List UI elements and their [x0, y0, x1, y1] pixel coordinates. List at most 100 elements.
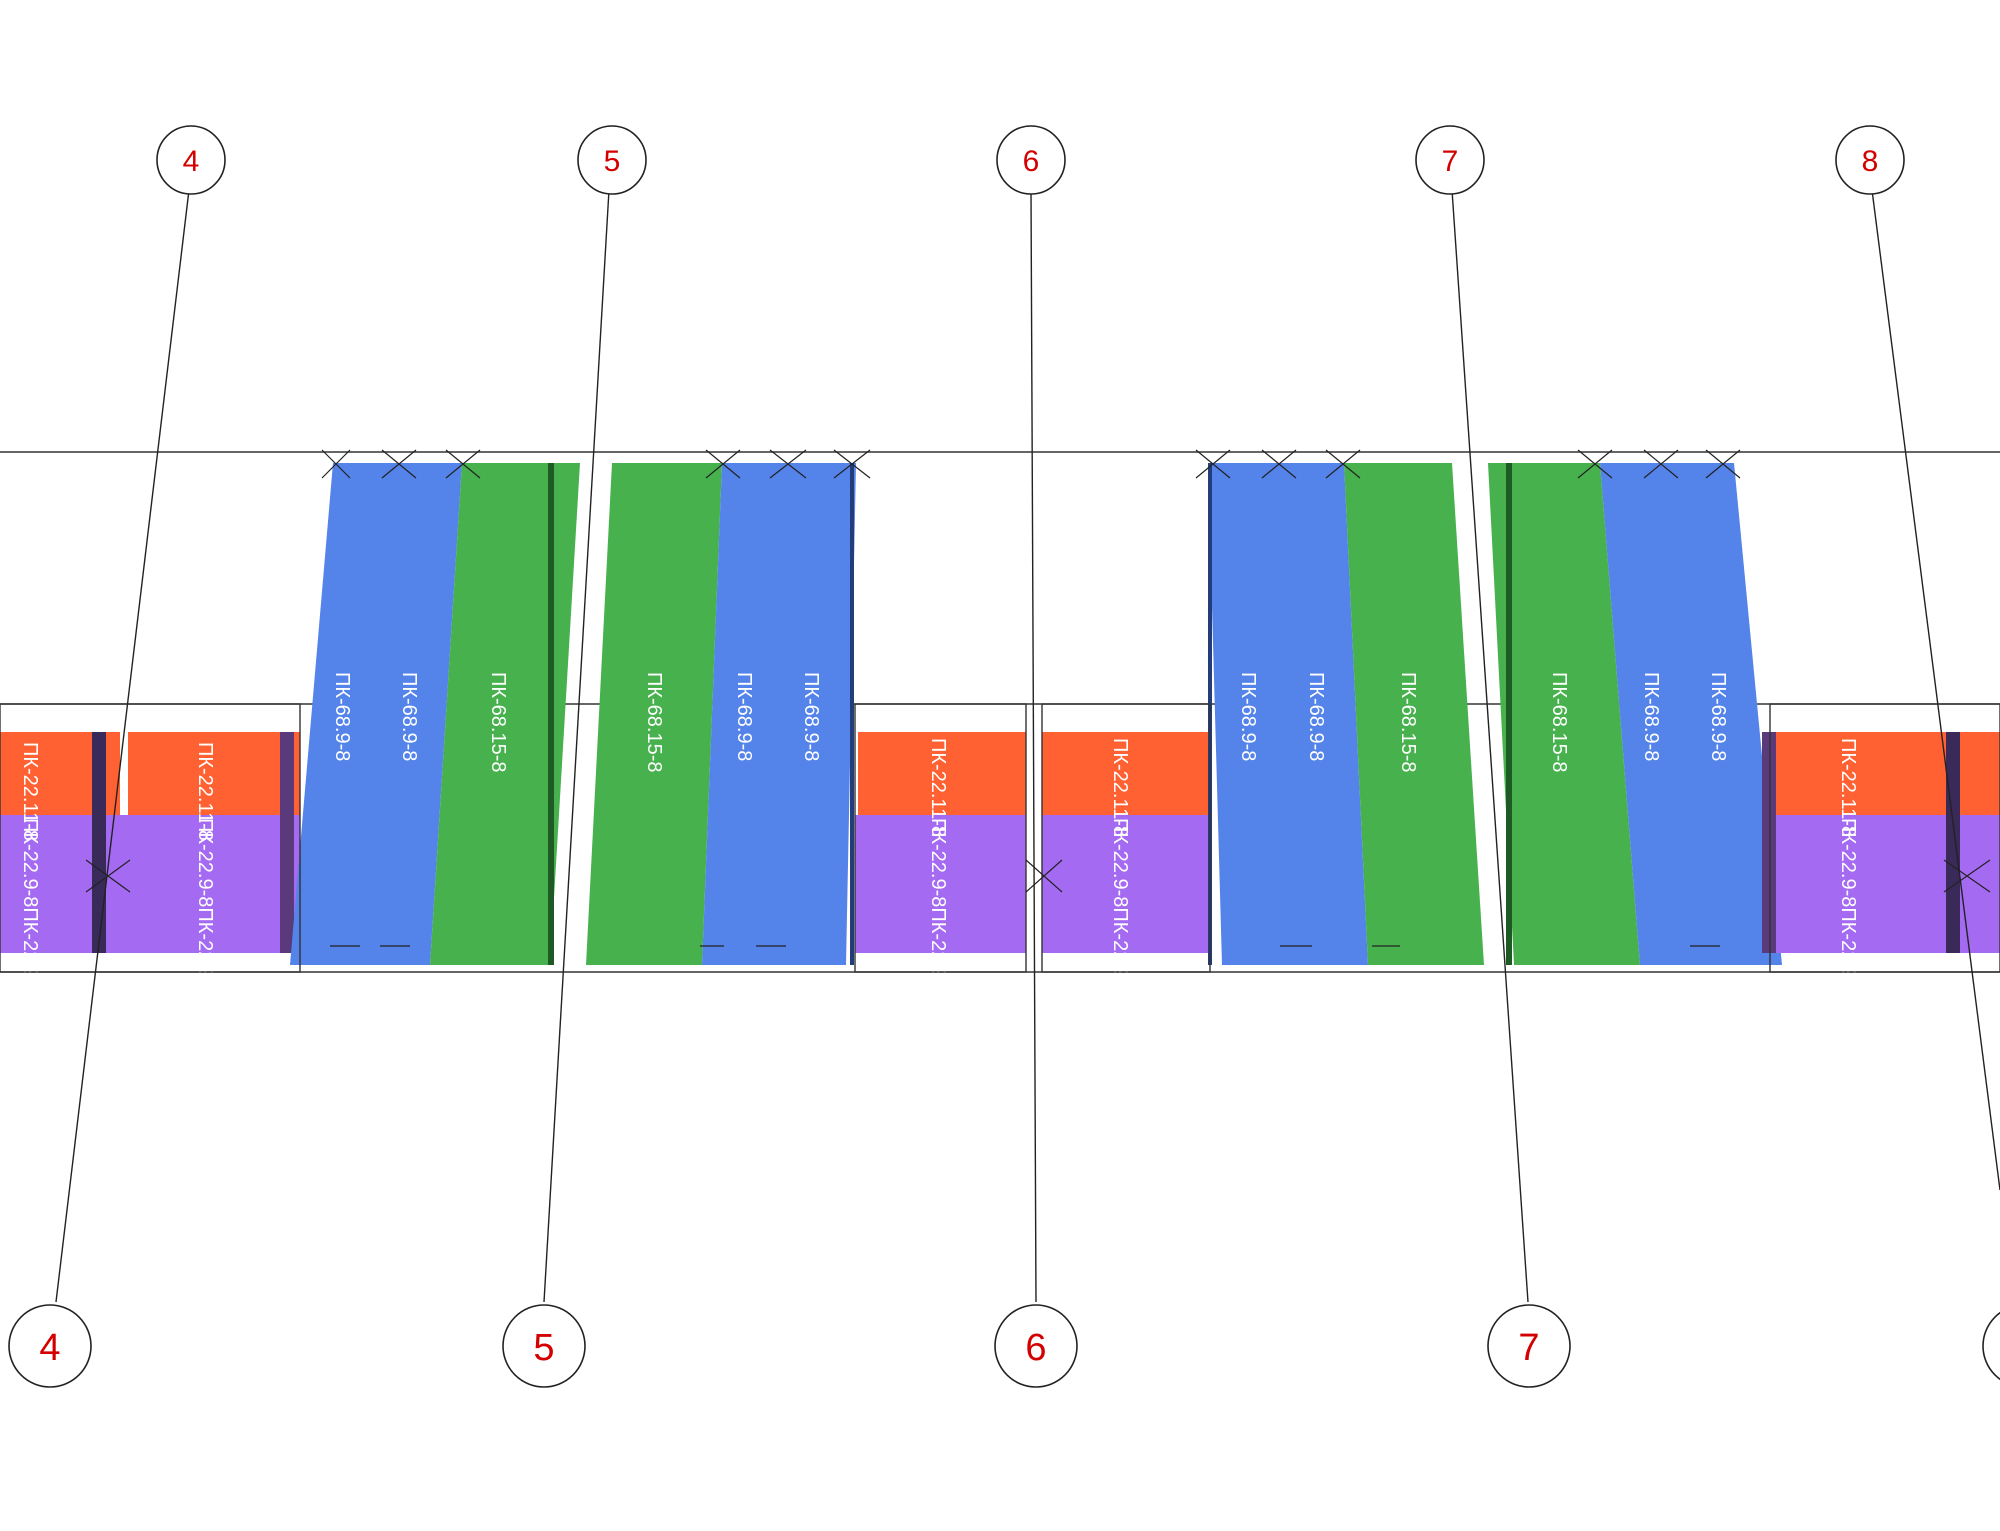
- axis-marker-5: 5: [577, 125, 647, 195]
- axis-marker-8: 8: [1982, 1311, 2000, 1381]
- slab-long-green: [1488, 463, 1640, 965]
- slab-long-blue: [1208, 463, 1368, 965]
- slab-short-bottom: [1960, 815, 2000, 953]
- axis-marker-6: 6: [994, 1304, 1078, 1388]
- slab-label: ПК-22.9-8ПК-22.9-8: [1837, 818, 1859, 997]
- slab-text: ПК-68.9-8: [1640, 672, 1662, 761]
- slab-long-green: [1344, 463, 1484, 965]
- slab-group-axis-6: ПК-22.11-8 ПК-22.9-8ПК-22.9-8 ПК-22.11-8…: [855, 732, 1210, 997]
- support-marks: [85, 449, 1991, 947]
- axis-label: 7: [1442, 145, 1459, 178]
- slab-label: ПК-22.9-8ПК-22.9-8: [19, 818, 41, 997]
- slab-outlines: [0, 703, 2000, 973]
- slab-label: ПК-68.9-8: [733, 672, 755, 761]
- grid-axis-line-7: [1451, 189, 1529, 1303]
- axis-marker-4: 4: [8, 1304, 92, 1388]
- slab-label: ПК-22.11-8: [19, 742, 41, 841]
- slab-label: ПК-68.9-8: [1640, 672, 1662, 761]
- axis-label: 5: [533, 1327, 554, 1369]
- slab-label: ПК-68.15-8: [1548, 672, 1570, 773]
- slab-text: ПК-22.11-8: [927, 738, 949, 837]
- axis-marker-7: 7: [1487, 1304, 1571, 1388]
- slab-label: ПК-22.11-8: [1109, 738, 1131, 837]
- slab-label: ПК-68.15-8: [1397, 672, 1419, 773]
- slab-text: ПК-22.9-8ПК-22.9-8: [19, 818, 41, 997]
- slab-text: ПК-68.9-8: [800, 672, 822, 761]
- axis-marker-8: 8: [1835, 125, 1905, 195]
- slab-long-blue: [1600, 463, 1782, 965]
- axis-label: 4: [183, 145, 200, 178]
- slab-text: ПК-68.15-8: [1397, 672, 1419, 773]
- slab-long-green: [586, 463, 722, 965]
- slab-text: ПК-68.15-8: [487, 672, 509, 773]
- slab-long-blue: [290, 463, 462, 965]
- slab-label: ПК-68.9-8: [398, 672, 420, 761]
- slab-text: ПК-22.9-8ПК-22.9-8: [1837, 818, 1859, 997]
- slab-text: ПК-68.9-8: [398, 672, 420, 761]
- slab-label: ПК-22.9-8ПК-22.9-8: [927, 818, 949, 997]
- slab-label: ПК-22.9-8ПК-22.9-8: [1109, 818, 1131, 997]
- slab-text: ПК-68.15-8: [1548, 672, 1570, 773]
- slab-joint: [1762, 732, 1776, 953]
- slab-group-axis-8: ПК-22.11-8 ПК-22.9-8ПК-22.9-8: [1762, 732, 2000, 997]
- slab-group-axes-6-7: ПК-68.9-8 ПК-68.9-8 ПК-68.15-8: [1208, 463, 1484, 965]
- slab-short-bottom: [108, 815, 300, 953]
- slab-label: ПК-68.9-8: [1305, 672, 1327, 761]
- slab-text: ПК-68.9-8: [733, 672, 755, 761]
- axis-marker-5: 5: [502, 1304, 586, 1388]
- slab-edge: [1506, 463, 1512, 965]
- slab-text: ПК-22.9-8ПК-22.9-8: [1109, 818, 1131, 997]
- axis-label: 6: [1025, 1327, 1046, 1369]
- grid-axis-line-5: [543, 189, 610, 1303]
- slab-label: ПК-22.9-8ПК-22.9-8: [194, 818, 216, 997]
- slab-text: ПК-68.9-8: [1237, 672, 1259, 761]
- slab-long-green: [430, 463, 580, 965]
- slab-label: ПК-22.11-8: [194, 742, 216, 841]
- axis-label: 4: [39, 1327, 60, 1369]
- slab-short-top: [1960, 732, 2000, 815]
- slab-label: ПК-68.9-8: [1707, 672, 1729, 761]
- slab-short-bottom: [1042, 815, 1210, 953]
- slab-label: ПК-68.9-8: [800, 672, 822, 761]
- slab-text: ПК-22.11-8: [1109, 738, 1131, 837]
- slab-group-axes-4-5: ПК-68.9-8 ПК-68.9-8 ПК-68.15-8: [290, 463, 580, 965]
- slab-text: ПК-68.15-8: [643, 672, 665, 773]
- slab-text: ПК-68.9-8: [1707, 672, 1729, 761]
- slab-label: ПК-68.15-8: [487, 672, 509, 773]
- bottom-axis-markers: 4 5 6 7 8: [8, 1304, 2000, 1388]
- grid-axis-line-4: [55, 189, 190, 1303]
- slab-short-bottom: [1770, 815, 1952, 953]
- axis-marker-6: 6: [996, 125, 1066, 195]
- slab-text: ПК-22.9-8ПК-22.9-8: [927, 818, 949, 997]
- slab-short-bottom: [855, 815, 1026, 953]
- grid-axis-line-8: [1871, 189, 2000, 1191]
- slab-short-top: [858, 732, 1026, 815]
- slab-short-top: [128, 732, 300, 815]
- slab-text: ПК-68.9-8: [1305, 672, 1327, 761]
- slab-short-top: [1762, 732, 1950, 815]
- slab-edge: [548, 463, 554, 965]
- slab-joint: [1946, 732, 1960, 953]
- slab-long-blue: [702, 463, 856, 965]
- slab-text: ПК-68.9-8: [331, 672, 353, 761]
- grid-axis-line-6: [1030, 189, 1037, 1303]
- slab-text: ПК-22.9-8ПК-22.9-8: [194, 818, 216, 997]
- slab-joint: [92, 732, 106, 953]
- slab-label: ПК-68.9-8: [331, 672, 353, 761]
- axis-label: 5: [604, 145, 621, 178]
- slab-short-top: [1042, 732, 1210, 815]
- axis-marker-4: 4: [156, 125, 226, 195]
- axis-label: 8: [1862, 145, 1879, 178]
- axis-marker-7: 7: [1415, 125, 1485, 195]
- grid-axes: [55, 189, 2000, 1303]
- slab-joint: [280, 732, 294, 953]
- axis-label: 6: [1023, 145, 1040, 178]
- slab-group-axes-5-6: ПК-68.15-8 ПК-68.9-8 ПК-68.9-8: [586, 463, 856, 965]
- slab-text: ПК-22.11-8: [194, 742, 216, 841]
- top-axis-markers: 4 5 6 7 8: [156, 125, 1905, 195]
- slab-group-axes-7-8: ПК-68.15-8 ПК-68.9-8 ПК-68.9-8: [1488, 463, 1782, 965]
- slab-text: ПК-22.11-8: [1837, 738, 1859, 837]
- slab-label: ПК-68.9-8: [1237, 672, 1259, 761]
- slab-label: ПК-22.11-8: [927, 738, 949, 837]
